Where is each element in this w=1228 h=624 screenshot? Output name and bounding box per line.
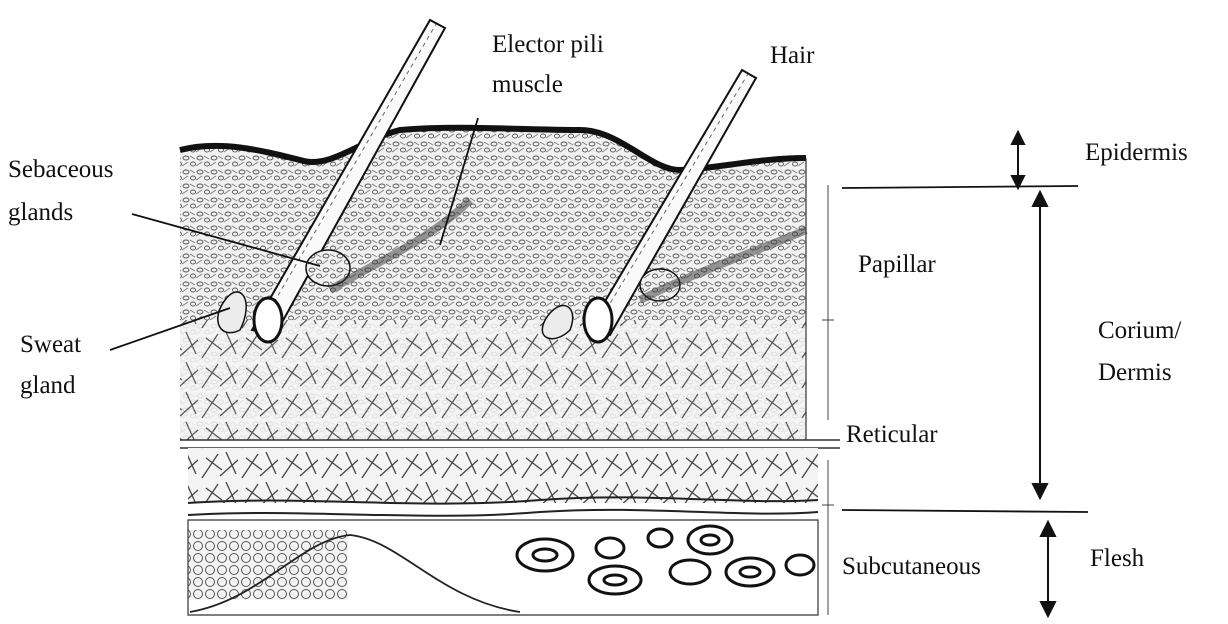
sweat-label: Sweat bbox=[20, 331, 81, 358]
reticular-label: Reticular bbox=[846, 421, 938, 448]
lower-skin-block bbox=[188, 448, 818, 615]
dermis-label: Dermis bbox=[1098, 359, 1172, 386]
epidermis-boundary-line bbox=[842, 186, 1078, 188]
fat-tissue bbox=[188, 530, 348, 600]
elector-pili-label: Elector pili bbox=[492, 31, 604, 58]
muscle-label: muscle bbox=[492, 71, 563, 98]
arrows bbox=[1012, 132, 1055, 616]
blood-vessels bbox=[517, 526, 814, 594]
glands-label: glands bbox=[8, 199, 73, 226]
epidermis-label: Epidermis bbox=[1085, 139, 1188, 166]
subcutaneous-label: Subcutaneous bbox=[842, 553, 981, 580]
corium-label: Corium/ bbox=[1098, 317, 1181, 344]
subcutaneous-arrow bbox=[1041, 522, 1055, 616]
gland-label: gland bbox=[20, 372, 76, 399]
upper-skin-block bbox=[180, 128, 806, 440]
subcutaneous-boundary-line bbox=[842, 510, 1088, 512]
depth-ruler bbox=[822, 185, 834, 615]
hair-label: Hair bbox=[770, 42, 815, 69]
dermis-arrow bbox=[1033, 192, 1047, 498]
epidermis-arrow bbox=[1012, 132, 1024, 188]
papillar-label: Papillar bbox=[858, 251, 936, 278]
flesh-label: Flesh bbox=[1090, 545, 1145, 572]
sebaceous-label: Sebaceous bbox=[8, 156, 114, 183]
section-break bbox=[180, 440, 840, 448]
